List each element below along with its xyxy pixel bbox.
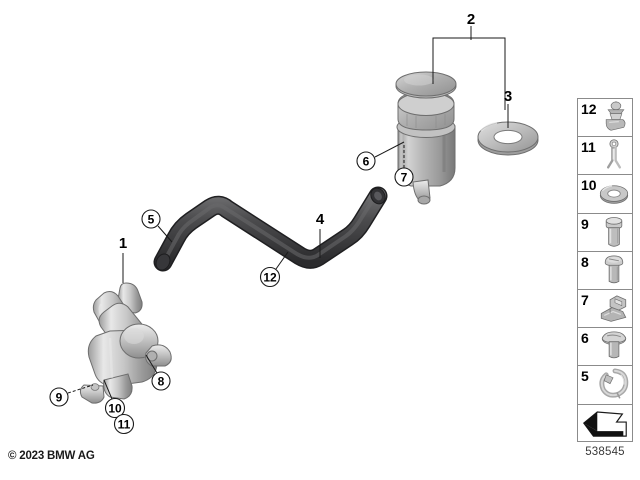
legend-item-5[interactable]: 5	[578, 366, 632, 405]
label-1: 1	[119, 235, 127, 252]
part-expansion-tank	[395, 71, 457, 205]
legend-item-9-number: 9	[581, 215, 589, 232]
callout-10: 10	[103, 379, 126, 419]
callout-6: 6	[356, 141, 405, 171]
callout-5-text: 5	[148, 213, 155, 227]
legend-item-6[interactable]: 6	[578, 328, 632, 367]
legend-item-8-number: 8	[581, 253, 589, 270]
legend-item-10-number: 10	[581, 177, 597, 194]
callout-8-text: 8	[158, 375, 165, 389]
bracket-clamp-icon	[597, 290, 631, 327]
legend-item-12[interactable]: 12	[578, 99, 632, 138]
washer-ring-icon	[597, 175, 631, 212]
callout-11-text: 11	[118, 418, 131, 432]
label-4: 4	[316, 211, 325, 228]
part-sealing-washer	[477, 121, 539, 156]
legend-item-arrow[interactable]	[578, 405, 632, 443]
legend-item-8[interactable]: 8	[578, 252, 632, 290]
legend-item-9[interactable]: 9	[578, 214, 632, 252]
diagram-number: 538545	[585, 446, 625, 458]
screw-pan-head-icon	[597, 252, 631, 289]
copyright-notice: © 2023 BMW AG	[8, 450, 95, 462]
legend-item-6-number: 6	[581, 330, 589, 347]
callout-12-text: 12	[263, 271, 277, 285]
callout-7: 7	[394, 143, 414, 187]
callout-11: 11	[113, 413, 135, 435]
callout-5: 5	[141, 209, 173, 243]
legend-item-12-number: 12	[581, 101, 597, 117]
callout-8: 8	[145, 354, 171, 391]
legend-item-5-number: 5	[581, 368, 589, 385]
bolt-plain-icon	[597, 214, 631, 251]
legend-item-11[interactable]: 11	[578, 137, 632, 176]
parts-legend: 12 11	[577, 98, 633, 442]
legend-item-11-number: 11	[581, 139, 596, 156]
callout-10-text: 10	[108, 402, 122, 416]
pin-cotter-icon	[597, 137, 631, 174]
arrow-pointer-icon	[578, 405, 632, 443]
legend-item-7-number: 7	[581, 291, 589, 308]
callout-7-text: 7	[401, 171, 408, 185]
label-3: 3	[504, 88, 512, 105]
callout-9: 9	[49, 384, 94, 407]
callout-9-text: 9	[56, 391, 63, 405]
part-pump-valve-assembly	[79, 282, 172, 404]
callout-12: 12	[259, 251, 289, 288]
legend-item-7[interactable]: 7	[578, 290, 632, 329]
clip-bracket-icon	[597, 99, 631, 136]
legend-item-10[interactable]: 10	[578, 175, 632, 214]
part-coolant-hose	[153, 186, 388, 272]
screw-round-head-icon	[597, 328, 631, 365]
hose-clamp-icon	[597, 366, 631, 403]
bracket-item-2	[432, 26, 506, 110]
label-2: 2	[467, 11, 475, 28]
callout-6-text: 6	[363, 155, 370, 169]
